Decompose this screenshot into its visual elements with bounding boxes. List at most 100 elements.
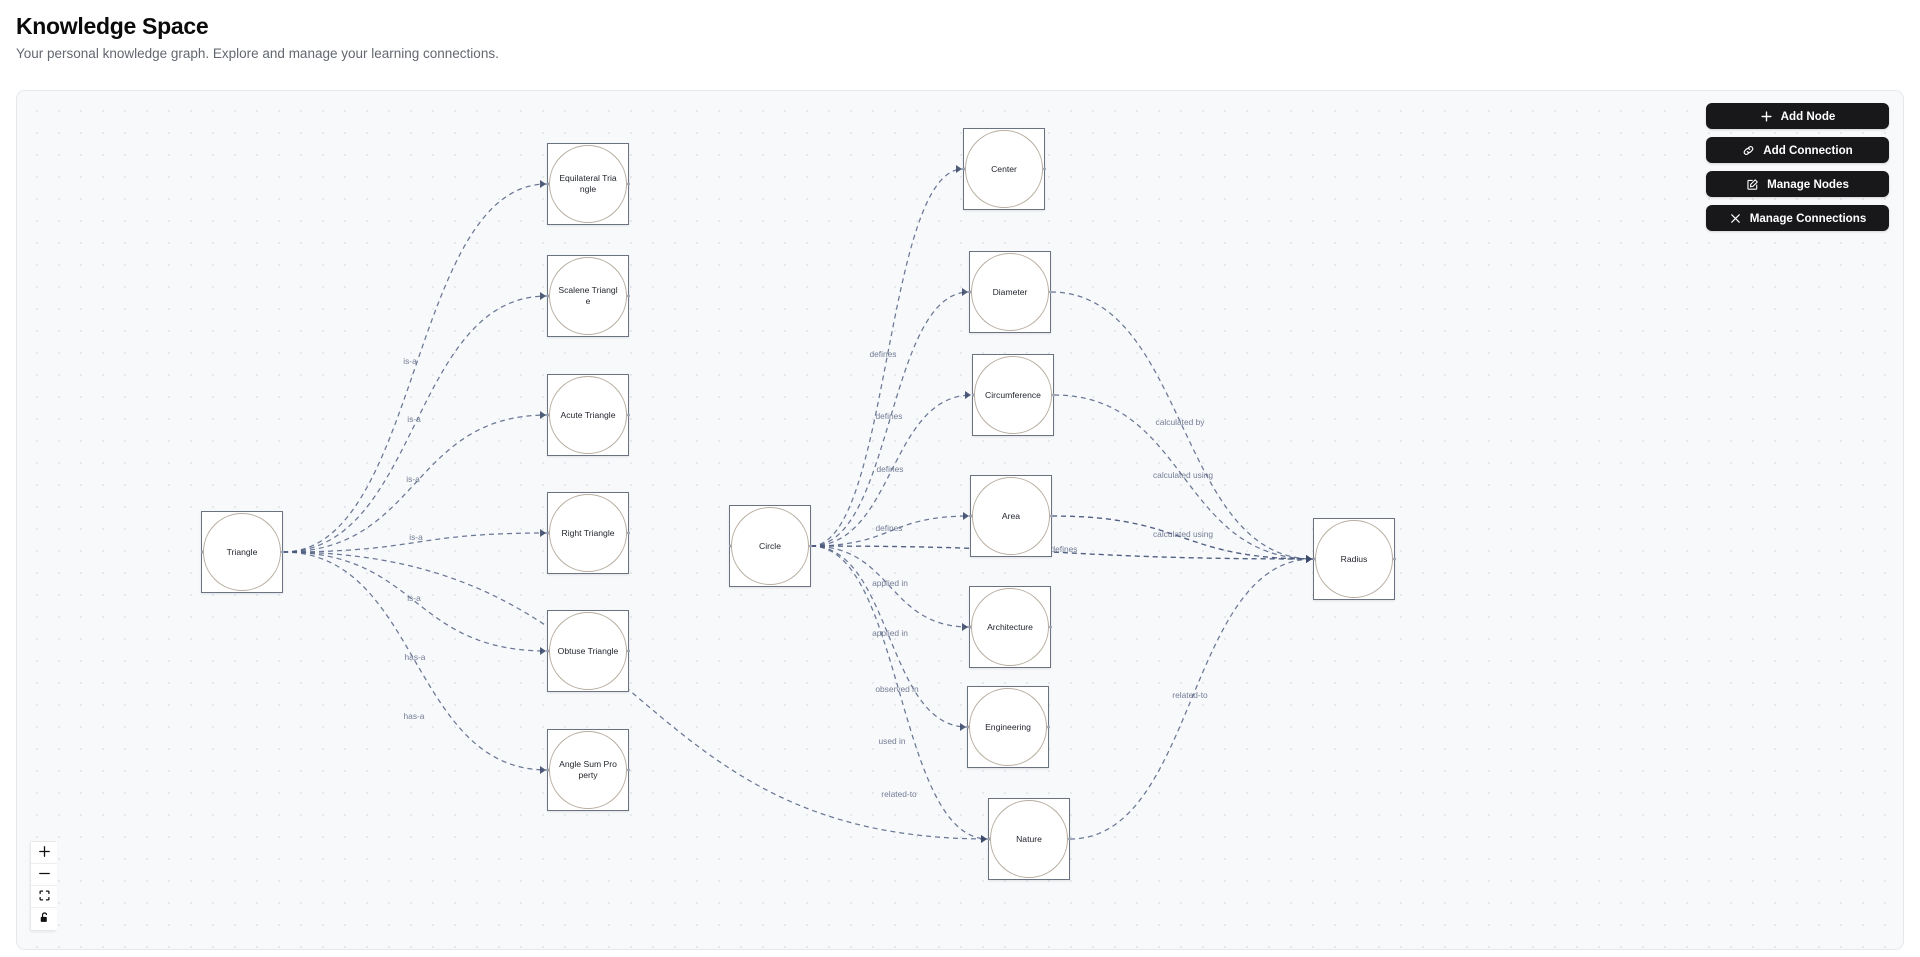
node-handle-left[interactable] xyxy=(546,294,550,298)
graph-edge-circumference-to-radius[interactable] xyxy=(1053,394,1314,560)
manage-nodes-button[interactable]: Manage Nodes xyxy=(1706,171,1889,197)
node-handle-right[interactable] xyxy=(1048,290,1052,294)
node-handle-right[interactable] xyxy=(1067,837,1071,841)
graph-node-scalene[interactable]: Scalene Triangle xyxy=(546,255,630,337)
graph-edge-circle-to-circumference[interactable] xyxy=(810,394,973,547)
graph-node-triangle[interactable]: Triangle xyxy=(200,511,284,593)
graph-edge-triangle-to-nature[interactable] xyxy=(282,551,989,840)
node-handle-left[interactable] xyxy=(728,544,732,548)
node-circle: Acute Triangle xyxy=(549,376,627,454)
graph-node-acute[interactable]: Acute Triangle xyxy=(546,374,630,456)
edge-label: calculated using xyxy=(1153,470,1213,480)
node-handle-left[interactable] xyxy=(969,514,973,518)
graph-node-area[interactable]: Area xyxy=(969,475,1053,557)
node-handle-left[interactable] xyxy=(1312,557,1316,561)
node-circle: Angle Sum Property xyxy=(549,731,627,809)
graph-node-equilateral[interactable]: Equilateral Triangle xyxy=(546,143,630,225)
graph-edge-area2-to-radius[interactable] xyxy=(1051,515,1314,560)
graph-edge-triangle-to-equilateral[interactable] xyxy=(282,183,548,553)
node-circle: Right Triangle xyxy=(549,494,627,572)
edge-label: is-a xyxy=(403,356,417,366)
node-handle-left[interactable] xyxy=(200,550,204,554)
node-handle-left[interactable] xyxy=(546,182,550,186)
graph-node-engineering[interactable]: Engineering xyxy=(966,686,1050,768)
graph-node-anglesum[interactable]: Angle Sum Property xyxy=(546,729,630,811)
edge-arrow-head xyxy=(962,288,968,296)
toggle-interactivity-button[interactable] xyxy=(31,908,57,930)
graph-edge-triangle-to-acute[interactable] xyxy=(282,414,548,553)
edge-arrow-head xyxy=(963,512,969,520)
edge-label: is-a xyxy=(409,532,423,542)
node-handle-right[interactable] xyxy=(626,649,630,653)
node-handle-right[interactable] xyxy=(626,182,630,186)
graph-node-nature[interactable]: Nature xyxy=(987,798,1071,880)
graph-node-circle[interactable]: Circle xyxy=(728,505,812,587)
graph-edge-circle-to-area[interactable] xyxy=(810,515,971,547)
manage-nodes-label: Manage Nodes xyxy=(1767,177,1849,191)
graph-node-obtuse[interactable]: Obtuse Triangle xyxy=(546,610,630,692)
graph-node-diameter[interactable]: Diameter xyxy=(968,251,1052,333)
node-handle-right[interactable] xyxy=(808,544,812,548)
zoom-out-button[interactable] xyxy=(31,864,57,886)
node-handle-left[interactable] xyxy=(962,167,966,171)
node-handle-left[interactable] xyxy=(987,837,991,841)
edge-label: defines xyxy=(1050,544,1077,554)
graph-node-right[interactable]: Right Triangle xyxy=(546,492,630,574)
manage-connections-button[interactable]: Manage Connections xyxy=(1706,205,1889,231)
node-handle-left[interactable] xyxy=(971,393,975,397)
graph-edge-circle-to-nature[interactable] xyxy=(810,545,989,840)
edge-arrow-head xyxy=(956,165,962,173)
graph-node-center[interactable]: Center xyxy=(962,128,1046,210)
node-label: Angle Sum Property xyxy=(559,759,617,780)
zoom-in-button[interactable] xyxy=(31,842,57,864)
node-handle-left[interactable] xyxy=(546,413,550,417)
node-handle-right[interactable] xyxy=(1046,725,1050,729)
page-title: Knowledge Space xyxy=(16,13,209,39)
edge-label: calculated by xyxy=(1156,417,1206,427)
node-handle-left[interactable] xyxy=(546,768,550,772)
add-node-button[interactable]: Add Node xyxy=(1706,103,1889,129)
edge-path-group xyxy=(282,165,1314,843)
graph-node-radius[interactable]: Radius xyxy=(1312,518,1396,600)
add-connection-button[interactable]: Add Connection xyxy=(1706,137,1889,163)
node-label: Area xyxy=(1001,510,1021,521)
graph-edge-diameter-to-radius[interactable] xyxy=(1050,291,1314,560)
graph-edge-nature-to-radius[interactable] xyxy=(1069,558,1314,840)
node-handle-right[interactable] xyxy=(626,294,630,298)
node-handle-left[interactable] xyxy=(968,625,972,629)
node-label: Diameter xyxy=(992,286,1028,297)
node-handle-right[interactable] xyxy=(626,768,630,772)
node-handle-right[interactable] xyxy=(1392,557,1396,561)
graph-edge-circle-to-architecture[interactable] xyxy=(810,545,970,628)
graph-edge-triangle-to-right[interactable] xyxy=(282,532,548,553)
node-handle-left[interactable] xyxy=(546,649,550,653)
close-x-icon xyxy=(1729,212,1742,225)
node-circle: Engineering xyxy=(969,688,1047,766)
graph-edge-circle-to-center[interactable] xyxy=(810,168,964,547)
node-handle-left[interactable] xyxy=(546,531,550,535)
node-handle-right[interactable] xyxy=(626,531,630,535)
node-handle-right[interactable] xyxy=(1051,393,1055,397)
node-handle-right[interactable] xyxy=(1042,167,1046,171)
edge-label: defines xyxy=(875,523,902,533)
node-circle: Radius xyxy=(1315,520,1393,598)
node-handle-right[interactable] xyxy=(280,550,284,554)
graph-edge-triangle-to-scalene[interactable] xyxy=(282,295,548,553)
graph-edge-triangle-to-anglesum[interactable] xyxy=(282,551,548,771)
node-handle-left[interactable] xyxy=(968,290,972,294)
node-handle-right[interactable] xyxy=(1049,514,1053,518)
graph-node-circumference[interactable]: Circumference xyxy=(971,354,1055,436)
graph-edge-circle-to-radius2[interactable] xyxy=(810,545,1314,560)
node-label: Circumference xyxy=(985,389,1041,400)
node-handle-right[interactable] xyxy=(1048,625,1052,629)
fit-view-button[interactable] xyxy=(31,886,57,908)
node-handle-right[interactable] xyxy=(626,413,630,417)
graph-edge-circle-to-engineering[interactable] xyxy=(810,545,968,728)
node-handle-left[interactable] xyxy=(966,725,970,729)
graph-node-architecture[interactable]: Architecture xyxy=(968,586,1052,668)
graph-edge-triangle-to-obtuse[interactable] xyxy=(282,551,548,652)
node-label: Equilateral Triangle xyxy=(559,173,617,194)
edge-arrow-head xyxy=(540,292,546,300)
node-label: Obtuse Triangle xyxy=(557,645,619,656)
